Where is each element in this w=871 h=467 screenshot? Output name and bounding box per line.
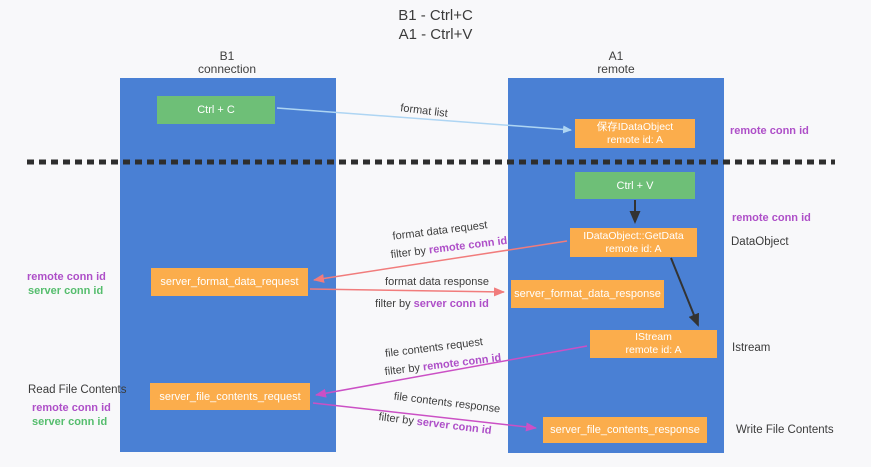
node-server-format-data-request-label: server_format_data_request — [160, 276, 299, 288]
arrow-format-data-response — [309, 287, 505, 297]
node-server-file-contents-request-label: server_file_contents_request — [159, 390, 301, 403]
node-istream-line2: remote id: A — [625, 344, 682, 356]
node-server-format-data-response-label: server_format_data_response — [514, 288, 661, 300]
lifeline-b1-role: connection — [197, 62, 257, 76]
node-istream: IStream remote id: A — [590, 330, 717, 358]
annotation-left-server-conn-id-mid: server conn id — [28, 285, 104, 297]
node-server-format-data-response: server_format_data_response — [511, 280, 664, 308]
lifeline-a1-name: A1 — [608, 49, 624, 63]
node-save-dataobject-line2: remote id: A — [606, 133, 664, 146]
annotation-left-server-conn-id-bottom: server conn id — [32, 416, 108, 428]
annotation-istream: Istream — [732, 342, 771, 354]
node-ctrl-v-label: Ctrl + V — [616, 179, 654, 192]
node-getdata: IDataObject::GetData remote id: A — [570, 228, 697, 257]
arrow-file-contents-request — [315, 345, 588, 398]
node-save-dataobject: 保存IDataObject remote id: A — [575, 119, 695, 148]
arrow-format-data-request — [313, 240, 568, 283]
node-getdata-line2: remote id: A — [605, 242, 662, 255]
annotation-remote-conn-id-mid: remote conn id — [732, 212, 811, 224]
annotation-left-remote-conn-id-bottom: remote conn id — [32, 402, 111, 414]
lifeline-b1-name: B1 — [219, 49, 235, 63]
filter-prefix: filter by — [375, 298, 411, 310]
diagram-title: B1 - Ctrl+C A1 - Ctrl+V — [0, 6, 871, 44]
annotation-left-remote-conn-id-mid: remote conn id — [27, 271, 106, 283]
arrow-getdata-to-istream — [670, 257, 699, 327]
node-save-dataobject-line1: 保存IDataObject — [596, 120, 674, 133]
node-server-file-contents-response-label: server_file_contents_response — [550, 424, 700, 436]
annotation-remote-conn-id-top: remote conn id — [730, 125, 809, 137]
node-server-format-data-request: server_format_data_request — [151, 268, 308, 296]
node-ctrl-c: Ctrl + C — [157, 96, 275, 124]
node-server-file-contents-response: server_file_contents_response — [543, 417, 707, 443]
title-line-1: B1 - Ctrl+C — [398, 7, 473, 24]
title-line-2: A1 - Ctrl+V — [398, 26, 473, 43]
lifeline-header-a1: A1 remote — [556, 50, 676, 76]
flow-label-format-data-response: format data response — [385, 276, 489, 288]
arrow-file-contents-response — [312, 402, 537, 432]
annotation-write-file-contents: Write File Contents — [736, 424, 834, 436]
node-ctrl-v: Ctrl + V — [575, 172, 695, 199]
node-ctrl-c-label: Ctrl + C — [197, 104, 235, 116]
arrow-format-list — [276, 107, 572, 134]
node-server-file-contents-request: server_file_contents_request — [150, 383, 310, 410]
lifeline-a1-role: remote — [597, 62, 635, 76]
node-istream-line1: IStream — [635, 331, 672, 343]
annotation-dataobject: DataObject — [731, 236, 789, 248]
filter-key-server-conn-id: server conn id — [413, 298, 489, 310]
lifeline-header-b1: B1 connection — [167, 50, 287, 76]
node-getdata-line1: IDataObject::GetData — [583, 229, 684, 242]
annotation-read-file-contents: Read File Contents — [28, 384, 127, 396]
